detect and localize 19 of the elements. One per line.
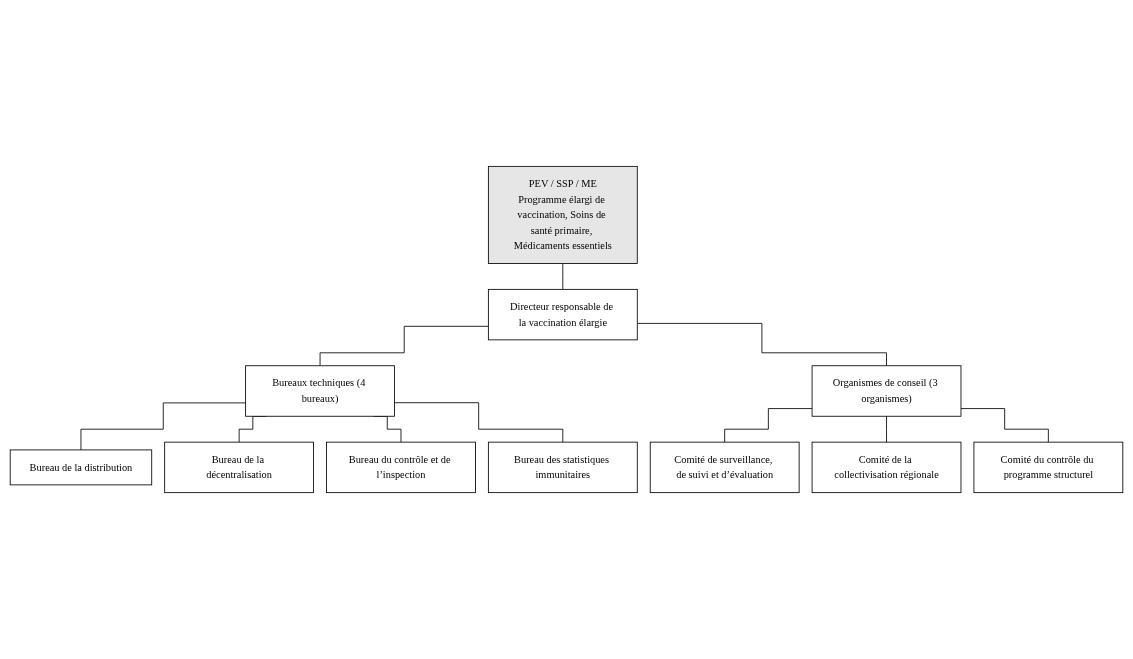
node-box: Bureau des statistiques immunitaires [487, 441, 638, 494]
node-box: Bureaux techniques (4 bureaux) [245, 365, 395, 417]
node-box: Bureau du contrôle et de l’inspection [326, 441, 476, 494]
connector [80, 402, 246, 451]
node-box: Directeur responsable de la vaccination élargie [487, 288, 638, 341]
connector [319, 325, 489, 367]
node-box: Bureau de la décentralisation [164, 441, 314, 494]
connector [636, 322, 887, 367]
connector [394, 402, 564, 443]
node-box: Comité de la collectivisation régionale [811, 441, 962, 494]
node-box: Organismes de conseil (3 organismes) [811, 365, 962, 417]
connector [886, 415, 887, 443]
node-box: Bureau de la distribution [9, 449, 153, 486]
connector [562, 263, 564, 290]
connector [724, 408, 813, 443]
node-box: Comité du contrôle du programme structurel [973, 441, 1124, 494]
connector [960, 408, 1049, 443]
node-box: Comité de surveillance, de suivi et d’évaluation [649, 441, 800, 494]
node-box: PEV / SSP / ME Programme élargi de vaccination, Soins de santé primaire, Médicaments essentiels [487, 165, 638, 264]
